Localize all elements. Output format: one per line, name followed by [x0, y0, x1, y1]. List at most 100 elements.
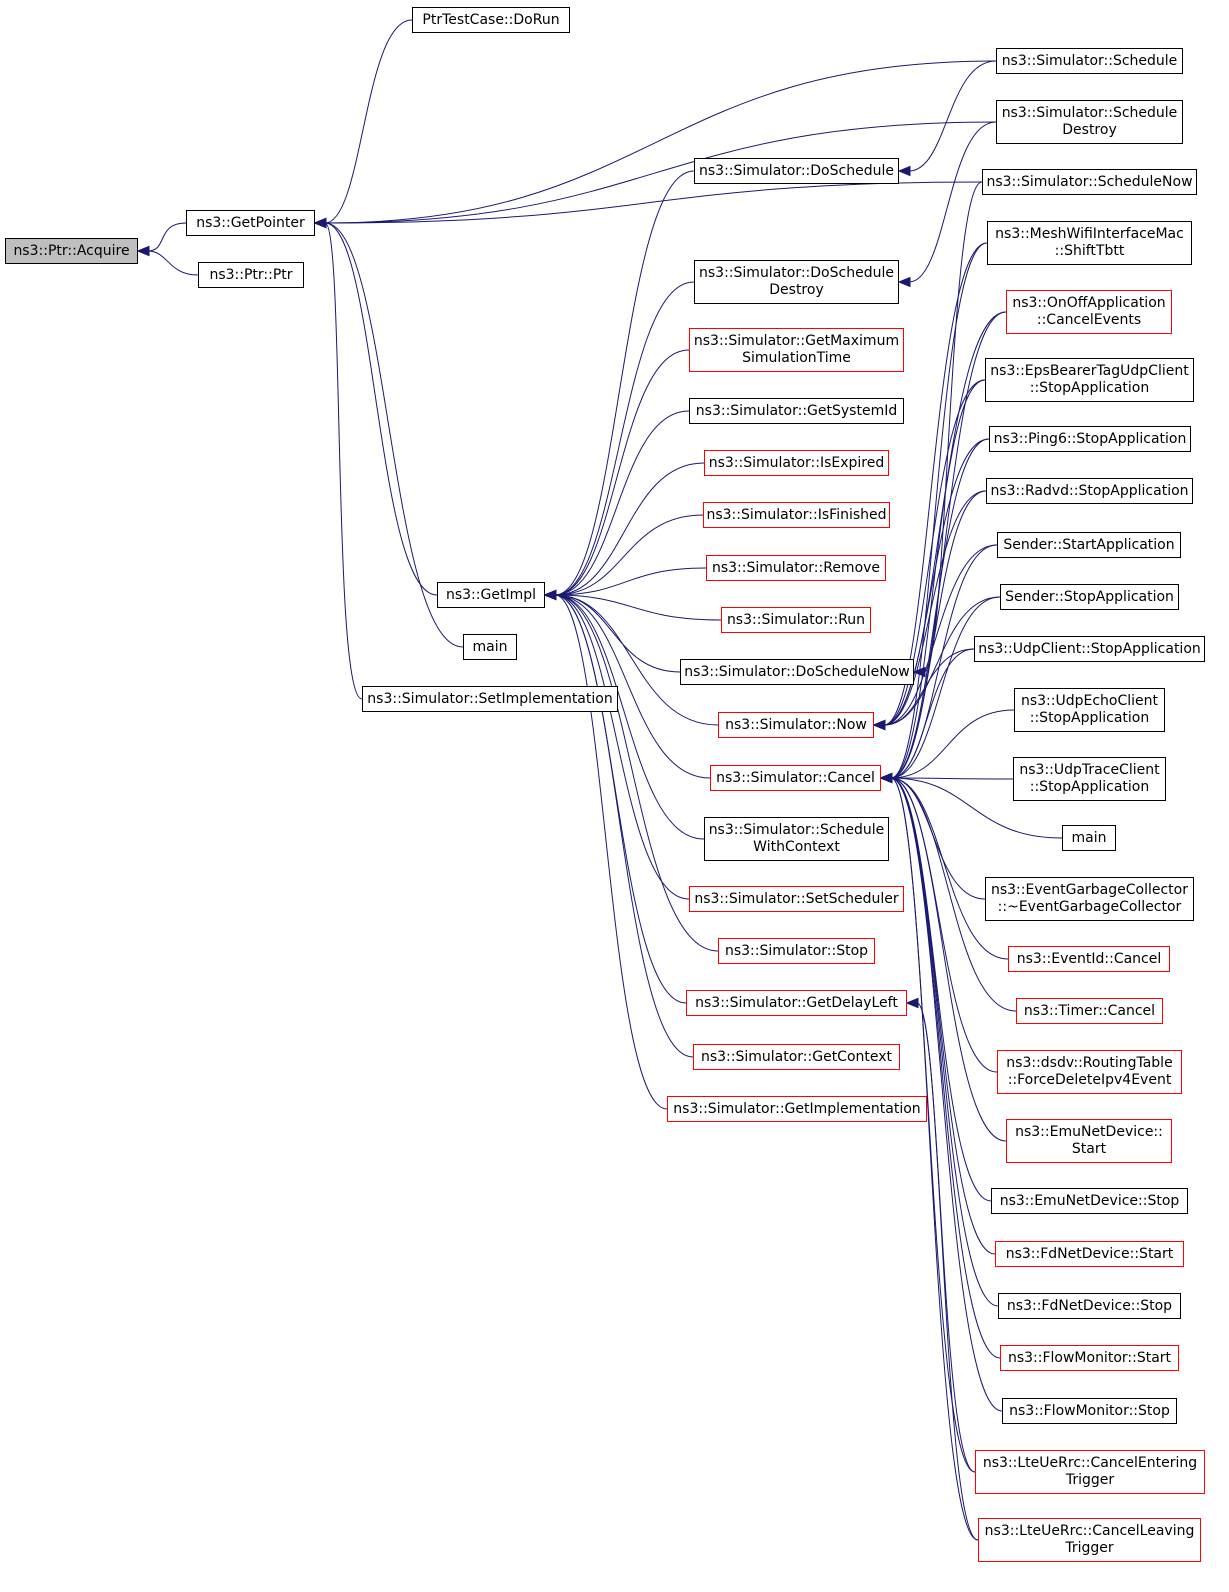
node-meshwifiinterfacemac-shifttbtt[interactable]: ns3::MeshWifiInterfaceMac::ShiftTbtt	[987, 221, 1192, 265]
edge-isexpired-to-getimpl	[554, 462, 705, 596]
node-label-line: ns3::EmuNetDevice::	[1015, 1124, 1163, 1140]
node-remove[interactable]: ns3::Simulator::Remove	[706, 555, 886, 581]
node-isfinished[interactable]: ns3::Simulator::IsFinished	[703, 502, 890, 528]
node-dsdv-forcedeleteipv4event[interactable]: ns3::dsdv::RoutingTable::ForceDeleteIpv4…	[997, 1050, 1182, 1094]
edge-arrowhead	[313, 217, 327, 229]
edge-main1-to-getpointer	[324, 222, 464, 648]
node-label-line: main	[472, 638, 508, 655]
edge-stop-to-getimpl	[554, 594, 719, 952]
node-fdnetdevice-stop[interactable]: ns3::FdNetDevice::Stop	[998, 1293, 1181, 1319]
node-udptraceclient-stopapplication[interactable]: ns3::UdpTraceClient::StopApplication	[1013, 757, 1166, 801]
node-udpclient-stopapplication[interactable]: ns3::UdpClient::StopApplication	[974, 636, 1205, 662]
node-label-line: ns3::Radvd::StopApplication	[990, 482, 1189, 499]
node-sender-startapplication[interactable]: Sender::StartApplication	[997, 532, 1181, 558]
node-setimplementation[interactable]: ns3::Simulator::SetImplementation	[362, 686, 618, 712]
node-udpechoclient-stopapplication[interactable]: ns3::UdpEchoClient::StopApplication	[1014, 688, 1165, 732]
node-radvd-stopapplication[interactable]: ns3::Radvd::StopApplication	[986, 478, 1193, 504]
node-sender-stopapplication[interactable]: Sender::StopApplication	[1000, 584, 1179, 610]
node-label-line: ns3::Timer::Cancel	[1023, 1002, 1156, 1019]
node-emunetdevice-stop[interactable]: ns3::EmuNetDevice::Stop	[991, 1188, 1188, 1214]
edge-cancel-to-getimpl	[554, 594, 711, 779]
node-getpointer[interactable]: ns3::GetPointer	[186, 210, 315, 236]
node-now[interactable]: ns3::Simulator::Now	[718, 712, 874, 738]
edge-getpointer-to-acquire	[147, 222, 187, 252]
node-epsbearertagudpclient-stopapplication[interactable]: ns3::EpsBearerTagUdpClient::StopApplicat…	[985, 358, 1194, 402]
node-label-line: ns3::GetImpl	[445, 586, 536, 603]
node-getcontext[interactable]: ns3::Simulator::GetContext	[693, 1044, 900, 1070]
node-ping6-stopapplication[interactable]: ns3::Ping6::StopApplication	[989, 426, 1191, 452]
node-label-line: ns3::EventId::Cancel	[1016, 950, 1162, 967]
edge-scheddestroy-to-dosched_destroy	[908, 121, 997, 283]
node-fdnetdevice-start[interactable]: ns3::FdNetDevice::Start	[995, 1241, 1184, 1267]
node-label-line: ns3::GetPointer	[196, 214, 305, 231]
edge-setimpl-to-getpointer	[324, 222, 363, 700]
edge-dosched_destroy-to-getimpl	[554, 281, 695, 596]
node-timer-cancel[interactable]: ns3::Timer::Cancel	[1016, 998, 1163, 1024]
edge-arrowhead	[905, 997, 919, 1009]
node-label-line: ::ShiftTbtt	[1054, 243, 1125, 259]
edge-lteleave-to-getdelay	[916, 1002, 979, 1541]
node-main[interactable]: main	[463, 634, 517, 660]
node-simulator-stop[interactable]: ns3::Simulator::Stop	[718, 938, 875, 964]
edge-scheddestroy-to-getpointer	[324, 121, 997, 224]
edge-getdelay-to-getimpl	[554, 594, 687, 1004]
edge-isfinished-to-getimpl	[554, 514, 704, 596]
node-label-line: ::~EventGarbageCollector	[997, 899, 1182, 915]
node-onoffapplication-cancelevents[interactable]: ns3::OnOffApplication::CancelEvents	[1006, 290, 1172, 334]
node-eventid-cancel[interactable]: ns3::EventId::Cancel	[1008, 946, 1170, 972]
node-label-line: ns3::FlowMonitor::Stop	[1009, 1402, 1170, 1419]
node-label-line: ns3::Simulator::DoSchedule	[699, 265, 894, 281]
edge-senderstart-to-now	[883, 544, 998, 726]
node-eventgarbagecollector-destructor[interactable]: ns3::EventGarbageCollector::~EventGarbag…	[985, 877, 1194, 921]
node-label-line: ns3::MeshWifiInterfaceMac	[995, 226, 1184, 242]
node-label-line: Sender::StartApplication	[1003, 536, 1175, 553]
edge-schedctx-to-getimpl	[554, 594, 705, 840]
node-label-line: ns3::Simulator::Schedule	[1001, 105, 1178, 121]
node-flowmonitor-start[interactable]: ns3::FlowMonitor::Start	[1000, 1345, 1179, 1371]
node-setscheduler[interactable]: ns3::Simulator::SetScheduler	[689, 886, 904, 912]
node-label-line: ns3::Simulator::ScheduleNow	[986, 173, 1193, 190]
edge-senderstop-to-cancel	[890, 596, 1001, 779]
node-simulator-schedule[interactable]: ns3::Simulator::Schedule	[996, 48, 1183, 74]
node-label-line: Destroy	[1062, 122, 1117, 138]
edge-getimpl-to-getpointer	[324, 222, 438, 596]
node-getdelayleft[interactable]: ns3::Simulator::GetDelayLeft	[686, 990, 907, 1016]
node-run[interactable]: ns3::Simulator::Run	[721, 607, 871, 633]
node-label-line: Trigger	[1065, 1472, 1115, 1488]
node-getimplementation[interactable]: ns3::Simulator::GetImplementation	[667, 1096, 927, 1122]
node-main-2[interactable]: main	[1062, 825, 1116, 851]
node-doschedule[interactable]: ns3::Simulator::DoSchedule	[694, 158, 899, 184]
node-label-line: SimulationTime	[742, 350, 851, 366]
node-simulator-cancel[interactable]: ns3::Simulator::Cancel	[710, 765, 881, 791]
edge-arrowhead	[897, 165, 911, 177]
node-label-line: ns3::Simulator::Remove	[711, 559, 881, 576]
node-label-line: main	[1071, 829, 1107, 846]
node-label-line: ns3::FdNetDevice::Start	[1005, 1245, 1174, 1262]
edge-run-to-getimpl	[554, 594, 722, 621]
edge-getcontext-to-getimpl	[554, 594, 694, 1058]
node-label-line: ns3::UdpEchoClient	[1020, 693, 1159, 709]
node-isexpired[interactable]: ns3::Simulator::IsExpired	[704, 450, 889, 476]
node-emunetdevice-start[interactable]: ns3::EmuNetDevice::Start	[1006, 1119, 1172, 1163]
node-label-line: ns3::Simulator::IsFinished	[706, 506, 887, 523]
node-ptrtestcase-dorun[interactable]: PtrTestCase::DoRun	[412, 7, 570, 33]
edge-ptrtest-to-getpointer	[324, 19, 413, 224]
node-flowmonitor-stop[interactable]: ns3::FlowMonitor::Stop	[1002, 1398, 1177, 1424]
node-label-line: ::StopApplication	[1029, 779, 1150, 795]
node-getimpl[interactable]: ns3::GetImpl	[437, 582, 545, 608]
edge-epsstop-to-cancel	[890, 379, 986, 779]
node-label-line: ns3::EventGarbageCollector	[990, 882, 1188, 898]
node-schedulenow[interactable]: ns3::Simulator::ScheduleNow	[982, 169, 1197, 195]
node-label-line: ns3::Simulator::Now	[725, 716, 867, 733]
node-getsystemid[interactable]: ns3::Simulator::GetSystemId	[689, 398, 904, 424]
node-doschedulenow[interactable]: ns3::Simulator::DoScheduleNow	[680, 659, 914, 685]
node-label-line: Sender::StopApplication	[1005, 588, 1174, 605]
node-ptr-ptr[interactable]: ns3::Ptr::Ptr	[198, 262, 304, 288]
node-label-line: ns3::Simulator::SetImplementation	[367, 690, 613, 707]
